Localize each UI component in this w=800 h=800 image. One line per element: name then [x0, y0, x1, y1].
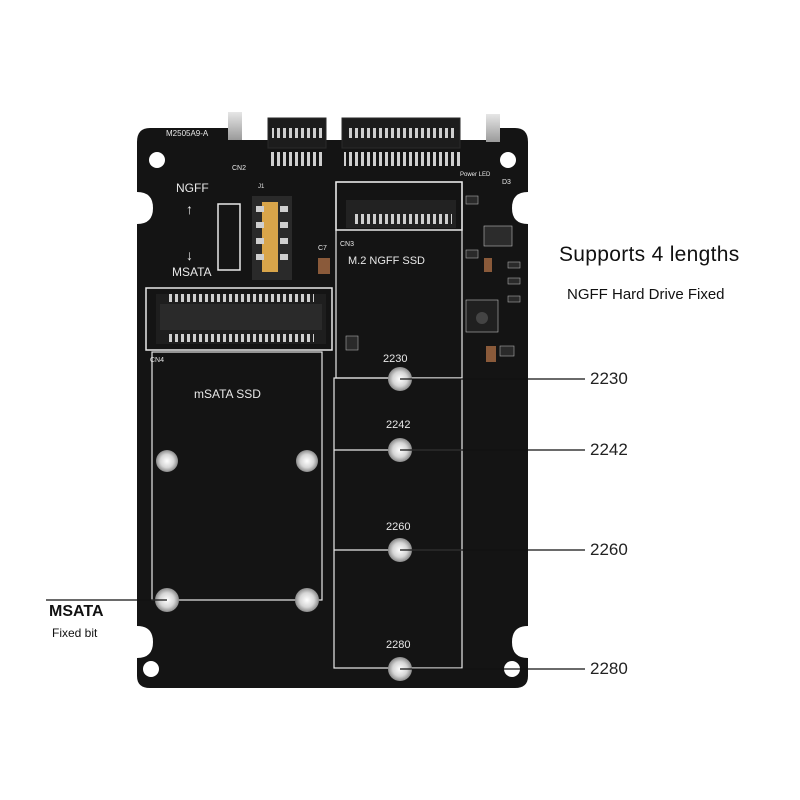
msata-callout-title: MSATA	[49, 603, 104, 620]
msata-connector	[145, 287, 333, 351]
silk-arrow-down: ↓	[186, 247, 193, 263]
silk-cn3: CN3	[340, 241, 354, 248]
silk-msata-ssd: mSATA SSD	[194, 387, 261, 401]
length-label-2230: 2230	[590, 369, 628, 388]
silk-power-led: Power LED	[460, 172, 491, 178]
msata-hole-4	[295, 588, 319, 612]
msata-callout-subtitle: Fixed bit	[52, 626, 98, 640]
silk-ngff: NGFF	[176, 181, 209, 195]
silk-length-2230: 2230	[383, 353, 407, 365]
silk-j1: J1	[258, 184, 265, 190]
corner-hole-tl	[149, 152, 165, 168]
silk-length-2242: 2242	[386, 419, 410, 431]
smd-components	[318, 195, 521, 362]
silk-length-2260: 2260	[386, 521, 410, 533]
length-label-2260: 2260	[590, 540, 628, 559]
msata-ssd-outline	[151, 351, 323, 601]
pcb-board	[137, 128, 528, 688]
length-label-2242: 2242	[590, 440, 628, 459]
silk-cn4: CN4	[150, 357, 164, 364]
headline: Supports 4 lengths	[559, 243, 740, 266]
msata-hole-1	[156, 450, 178, 472]
silk-m2-ngff-ssd: M.2 NGFF SSD	[348, 255, 425, 267]
corner-hole-bl	[143, 661, 159, 677]
silk-c7: C7	[318, 245, 327, 252]
silk-model: M2505A9-A	[166, 129, 209, 138]
ngff-connector	[335, 181, 463, 379]
silk-arrow-up: ↑	[186, 201, 193, 217]
silk-cn2: CN2	[232, 165, 246, 172]
length-label-2280: 2280	[590, 659, 628, 678]
silk-msata: MSATA	[172, 265, 212, 279]
sata-connector	[228, 112, 500, 166]
silk-length-2280: 2280	[386, 639, 410, 651]
silk-d3: D3	[502, 179, 511, 186]
corner-hole-tr	[500, 152, 516, 168]
msata-hole-2	[296, 450, 318, 472]
mode-switch	[217, 196, 292, 280]
subheadline: NGFF Hard Drive Fixed	[567, 286, 725, 303]
